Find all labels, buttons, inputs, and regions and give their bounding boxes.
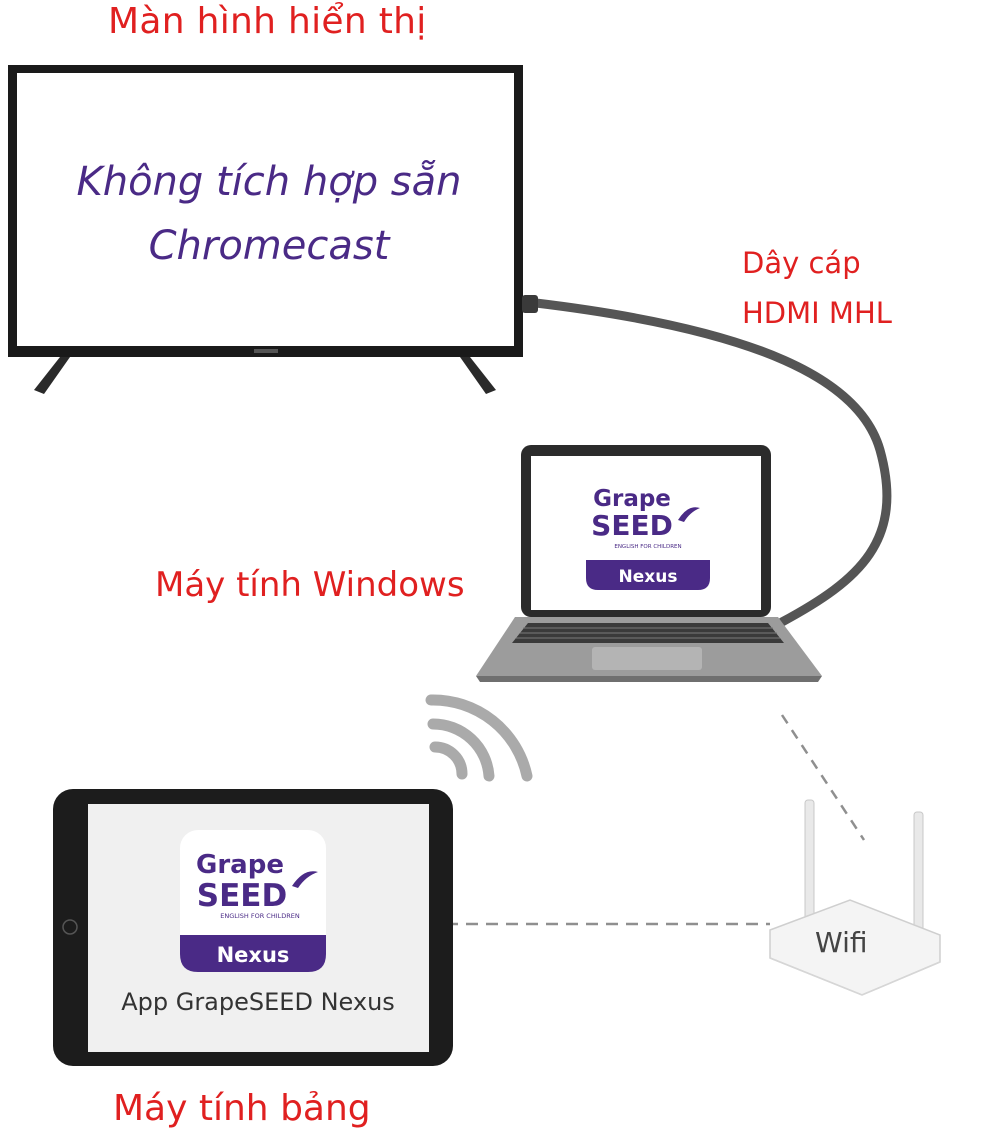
tv-hdmi-port xyxy=(522,295,538,313)
router xyxy=(769,799,941,996)
laptop-logo-word1: Grape xyxy=(593,486,671,512)
app-logo-word2: SEED xyxy=(197,878,287,914)
laptop-key-rows xyxy=(516,627,780,639)
tv-screen-text: Không tích hợp sẵn Chromecast xyxy=(24,150,514,278)
app-logo-sprout-icon xyxy=(292,871,318,888)
laptop-base-edge xyxy=(476,676,822,682)
app-icon[interactable]: Grape SEED ENGLISH FOR CHILDREN Nexus xyxy=(180,830,326,972)
laptop-logo-sprout-icon xyxy=(678,507,700,522)
laptop-trackpad xyxy=(592,647,702,670)
tv-screen-line-2: Chromecast xyxy=(148,223,390,269)
app-nexus-label: Nexus xyxy=(217,943,290,967)
tv-screen-line-1: Không tích hợp sẵn xyxy=(76,159,462,205)
laptop-nexus-band xyxy=(586,560,710,590)
tablet: Grape SEED ENGLISH FOR CHILDREN Nexus xyxy=(53,789,453,1066)
tablet-home-button xyxy=(62,919,78,935)
cable-label-line-1: Dây cáp xyxy=(742,246,861,280)
cable-label-line-2: HDMI MHL xyxy=(742,296,892,330)
tv-left-leg xyxy=(34,357,70,394)
hdmi-cable xyxy=(531,298,892,627)
laptop-label: Máy tính Windows xyxy=(155,565,465,605)
tv-screen xyxy=(17,73,514,346)
router-body-front xyxy=(769,957,941,996)
tablet-label: Máy tính bảng xyxy=(113,1088,371,1129)
laptop-logo-word2: SEED xyxy=(591,509,673,542)
laptop-grapeseed-logo: Grape SEED ENGLISH FOR CHILDREN Nexus xyxy=(586,486,710,590)
tv-right-leg xyxy=(460,357,496,394)
laptop-logo-tagline: ENGLISH FOR CHILDREN xyxy=(614,544,681,550)
cable-label: Dây cáp HDMI MHL xyxy=(742,238,892,338)
wifi-link-laptop xyxy=(780,714,866,841)
tv-brand-strip xyxy=(254,349,278,353)
app-logo-tagline: ENGLISH FOR CHILDREN xyxy=(220,912,300,920)
tv xyxy=(8,65,538,394)
app-icon-band xyxy=(180,935,326,972)
display-label: Màn hình hiển thị xyxy=(108,1,427,42)
laptop: Grape SEED ENGLISH FOR CHILDREN Nexus xyxy=(476,445,822,682)
app-logo-word1: Grape xyxy=(196,850,284,880)
app-label: App GrapeSEED Nexus xyxy=(121,988,395,1016)
wireless-signal-icon xyxy=(425,694,533,782)
wifi-label: Wifi xyxy=(815,926,868,959)
laptop-nexus-label: Nexus xyxy=(619,567,678,587)
